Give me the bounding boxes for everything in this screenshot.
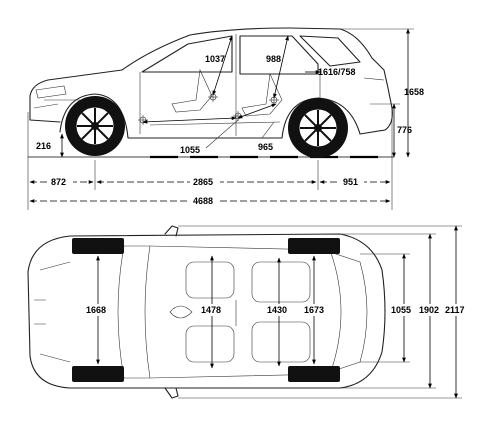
car-top-body [27, 233, 386, 389]
front-left-tire [72, 238, 124, 254]
front-legroom-label: 1055 [180, 145, 200, 155]
top-view: 1668 1478 1430 1673 1055 1902 2117 [27, 225, 500, 399]
rear-overhang-label: 951 [343, 177, 358, 187]
front-overhang-label: 872 [51, 177, 66, 187]
rear-track-label: 1673 [304, 305, 324, 315]
side-view: 1037 988 1616/758 1658 776 216 1055 965 … [27, 27, 424, 210]
front-right-tire [72, 366, 124, 382]
front-shoulder-label: 1478 [201, 305, 221, 315]
front-track-label: 1668 [86, 305, 106, 315]
mirror-top [164, 225, 179, 237]
rear-left-tire [288, 238, 340, 254]
rear-right-tire [288, 366, 340, 382]
quarter-window [299, 35, 361, 67]
headroom-front-label: 1037 [205, 54, 225, 64]
rear-legroom-label: 965 [258, 142, 273, 152]
ground-clearance-label: 216 [36, 141, 51, 151]
seats-top [169, 261, 311, 363]
front-wheel-side [65, 96, 125, 156]
height-label: 1658 [404, 87, 424, 97]
headroom-rear-label: 988 [266, 54, 281, 64]
length-label: 4688 [193, 196, 213, 206]
width-label: 1902 [419, 305, 439, 315]
rear-shoulder-label: 1430 [267, 305, 287, 315]
wheelbase-label: 2865 [193, 177, 213, 187]
width-mirrors-label: 2117 [445, 305, 465, 315]
cargo-length-label: 1616/758 [318, 67, 356, 77]
mirror-bottom [164, 387, 179, 399]
cargo-width-label: 1055 [391, 305, 411, 315]
car-side-body [29, 27, 393, 139]
rear-wheel-side [288, 98, 348, 158]
rear-height-label: 776 [397, 125, 412, 135]
